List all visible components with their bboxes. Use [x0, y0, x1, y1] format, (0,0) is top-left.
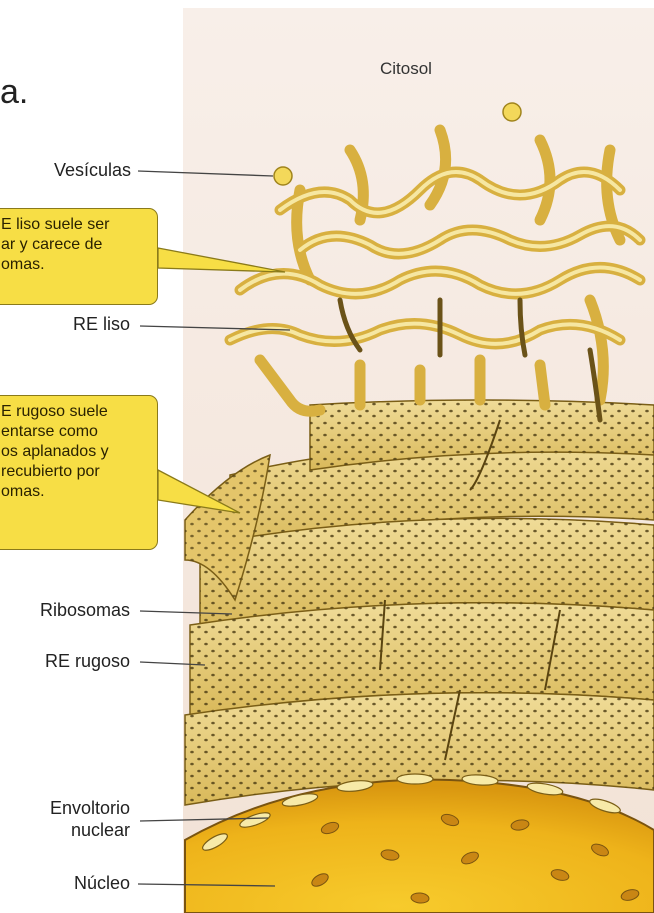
title-fragment: a. [0, 73, 28, 112]
smooth-callout-line: omas. [1, 255, 147, 275]
rough-er-sheets [185, 400, 654, 805]
ribosomas-label: Ribosomas [40, 600, 130, 621]
rough-callout-line: recubierto por [1, 462, 147, 482]
rough-er-callout: E rugoso suele entarse como os aplanados… [0, 395, 158, 550]
rough-callout-line: E rugoso suele [1, 402, 147, 422]
re-rugoso-label: RE rugoso [45, 651, 130, 672]
rough-callout-line: entarse como [1, 422, 147, 442]
envoltorio-line1: Envoltorio [50, 797, 130, 819]
envoltorio-line2: nuclear [50, 819, 130, 841]
re-liso-label: RE liso [73, 314, 130, 335]
rough-callout-line: os aplanados y [1, 442, 147, 462]
envoltorio-label: Envoltorio nuclear [50, 797, 130, 841]
smooth-callout-line: ar y carece de [1, 235, 147, 255]
nucleo-label: Núcleo [74, 873, 130, 894]
rough-callout-line: omas. [1, 482, 147, 502]
vesiculas-label: Vesículas [54, 160, 131, 181]
smooth-er-callout: E liso suele ser ar y carece de omas. [0, 208, 158, 305]
citosol-label: Citosol [380, 59, 432, 79]
smooth-callout-line: E liso suele ser [1, 215, 147, 235]
